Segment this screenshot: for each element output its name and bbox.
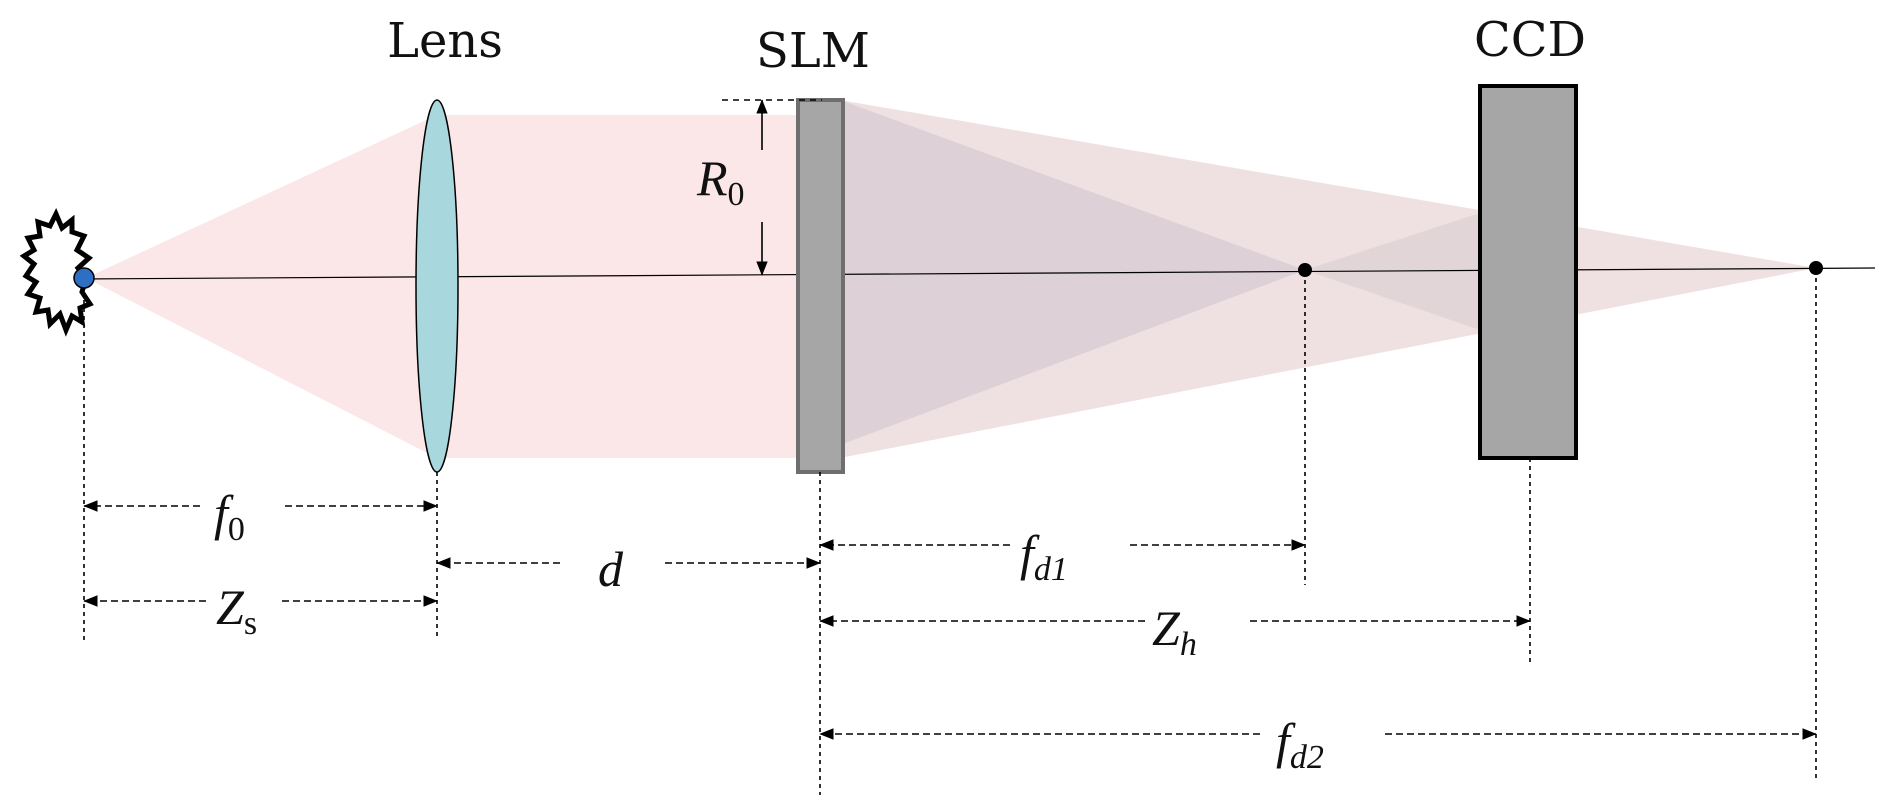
dimension-arrows xyxy=(83,500,1817,740)
r0-dimension xyxy=(722,99,822,276)
source-dot xyxy=(73,267,95,289)
slm-label: SLM xyxy=(756,23,870,79)
extension-lines xyxy=(83,278,1817,795)
collimated-beam xyxy=(437,115,809,458)
lens-element xyxy=(415,99,459,473)
focal-point-fd1 xyxy=(1298,263,1312,277)
ccd-element xyxy=(1478,84,1578,460)
lens-label: Lens xyxy=(387,13,503,69)
focal-point-fd2 xyxy=(1809,261,1823,275)
slm-element xyxy=(796,98,845,474)
zh-label: Zh xyxy=(1152,600,1197,663)
ccd-label: CCD xyxy=(1474,12,1586,68)
r0-label: R0 xyxy=(696,150,745,213)
burst-source-icon xyxy=(19,208,95,337)
d-label: d xyxy=(598,541,624,597)
f0-label: f0 xyxy=(214,485,245,548)
fd1-label: fd1 xyxy=(1020,525,1068,588)
diverging-beam xyxy=(86,115,437,458)
zs-label: Zs xyxy=(216,579,257,642)
fd2-label: fd2 xyxy=(1276,713,1324,776)
